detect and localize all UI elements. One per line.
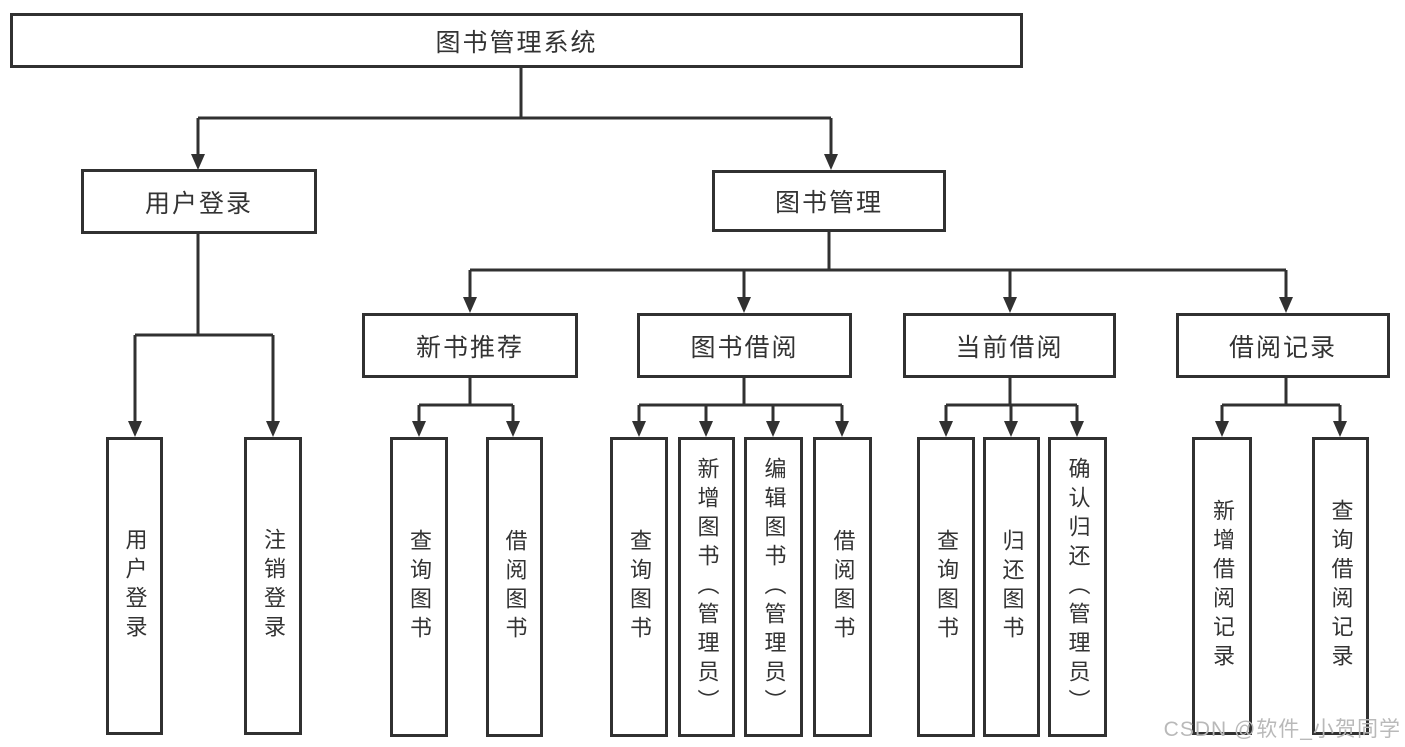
leaf-edit-books-admin: 编辑图书（管理员） xyxy=(744,437,803,737)
arrowhead-icons xyxy=(128,154,1347,437)
leaf-query-books-1: 查询图书 xyxy=(390,437,448,737)
leaf-confirm-return-admin: 确认归还（管理员） xyxy=(1048,437,1107,737)
leaf-query-books-3: 查询图书 xyxy=(917,437,975,737)
leaf-logout: 注销登录 xyxy=(244,437,302,735)
leaf-return-books: 归还图书 xyxy=(983,437,1040,737)
node-root-system: 图书管理系统 xyxy=(10,13,1023,68)
connector-edges xyxy=(133,68,1342,424)
leaf-query-books-2: 查询图书 xyxy=(610,437,668,737)
node-current-borrowing: 当前借阅 xyxy=(903,313,1116,378)
csdn-watermark: CSDN @软件_小贺同学 xyxy=(1163,718,1401,741)
leaf-borrow-books-1: 借阅图书 xyxy=(486,437,543,737)
node-borrowing-records: 借阅记录 xyxy=(1176,313,1390,378)
node-book-borrowing: 图书借阅 xyxy=(637,313,852,378)
leaf-add-books-admin: 新增图书（管理员） xyxy=(678,437,735,737)
leaf-query-borrow-record: 查询借阅记录 xyxy=(1312,437,1369,735)
node-user-login: 用户登录 xyxy=(81,169,317,234)
node-book-management: 图书管理 xyxy=(712,170,946,232)
leaf-user-login: 用户登录 xyxy=(106,437,163,735)
leaf-borrow-books-2: 借阅图书 xyxy=(813,437,872,737)
leaf-add-borrow-record: 新增借阅记录 xyxy=(1192,437,1252,735)
node-new-book-recommendation: 新书推荐 xyxy=(362,313,578,378)
